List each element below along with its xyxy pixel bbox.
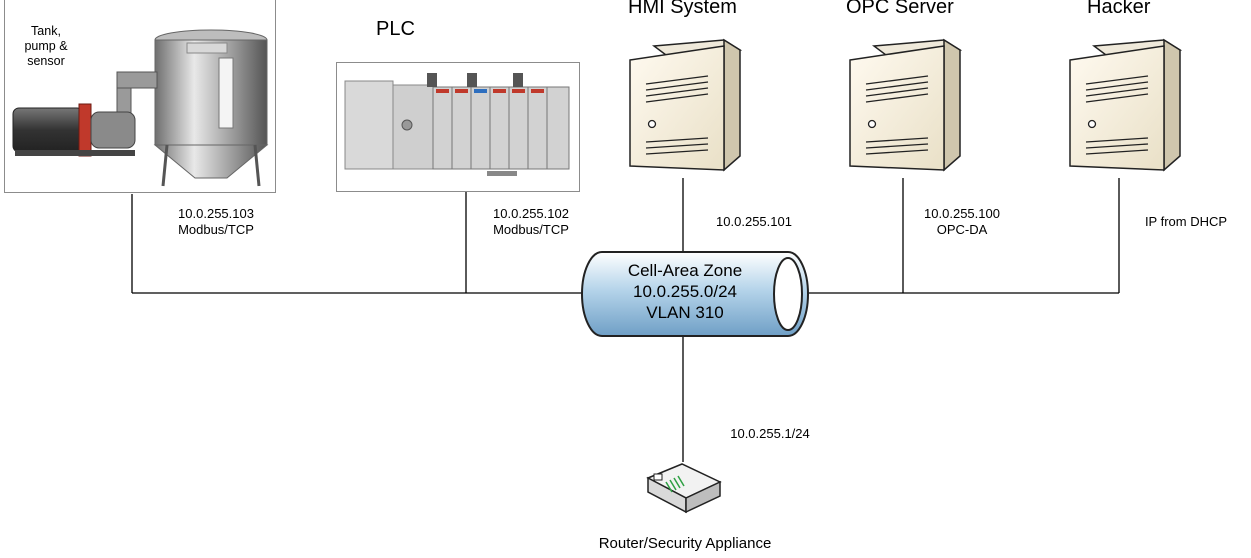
zone-subnet: 10.0.255.0/24 [633, 282, 737, 301]
hmi-title: HMI System [628, 0, 737, 18]
tank-address-label: 10.0.255.103 Modbus/TCP [156, 206, 276, 238]
hacker-title: Hacker [1087, 0, 1151, 18]
router-title: Router/Security Appliance [598, 535, 772, 552]
hmi-server-icon [622, 38, 742, 178]
zone-name: Cell-Area Zone [627, 261, 743, 280]
zone-vlan: VLAN 310 [646, 303, 724, 322]
hacker-server-icon [1062, 38, 1182, 178]
plc-address-label: 10.0.255.102 Modbus/TCP [476, 206, 586, 238]
hmi-ip: 10.0.255.101 [716, 214, 792, 229]
tank-pump-image [12, 29, 269, 187]
router-address-label: 10.0.255.1/24 [720, 426, 820, 442]
plc-protocol: Modbus/TCP [493, 222, 569, 237]
tank-title-line-3: sensor [27, 54, 65, 68]
plc-title: PLC [376, 18, 415, 40]
router-ip: 10.0.255.1/24 [730, 426, 810, 441]
router-icon [646, 463, 722, 514]
tank-title: Tank, pump & sensor [14, 24, 78, 69]
tank-image-frame [4, 0, 276, 193]
opc-title: OPC Server [846, 0, 954, 18]
opc-address-label: 10.0.255.100 OPC-DA [914, 206, 1010, 238]
tank-title-line-2: pump & [24, 39, 68, 53]
opc-server-icon [842, 38, 962, 178]
plc-rack-image [344, 73, 570, 176]
opc-ip: 10.0.255.100 [924, 206, 1000, 221]
zone-label: Cell-Area Zone 10.0.255.0/24 VLAN 310 [600, 260, 770, 323]
opc-protocol: OPC-DA [936, 222, 988, 237]
hacker-ip: IP from DHCP [1144, 214, 1228, 229]
plc-ip: 10.0.255.102 [493, 206, 569, 221]
hacker-address-label: IP from DHCP [1130, 214, 1242, 230]
plc-image-frame [336, 62, 580, 192]
tank-title-line-1: Tank, [31, 24, 61, 38]
tank-ip: 10.0.255.103 [178, 206, 254, 221]
hmi-address-label: 10.0.255.101 [706, 214, 802, 230]
tank-protocol: Modbus/TCP [178, 222, 254, 237]
network-tube-icon [581, 251, 809, 337]
